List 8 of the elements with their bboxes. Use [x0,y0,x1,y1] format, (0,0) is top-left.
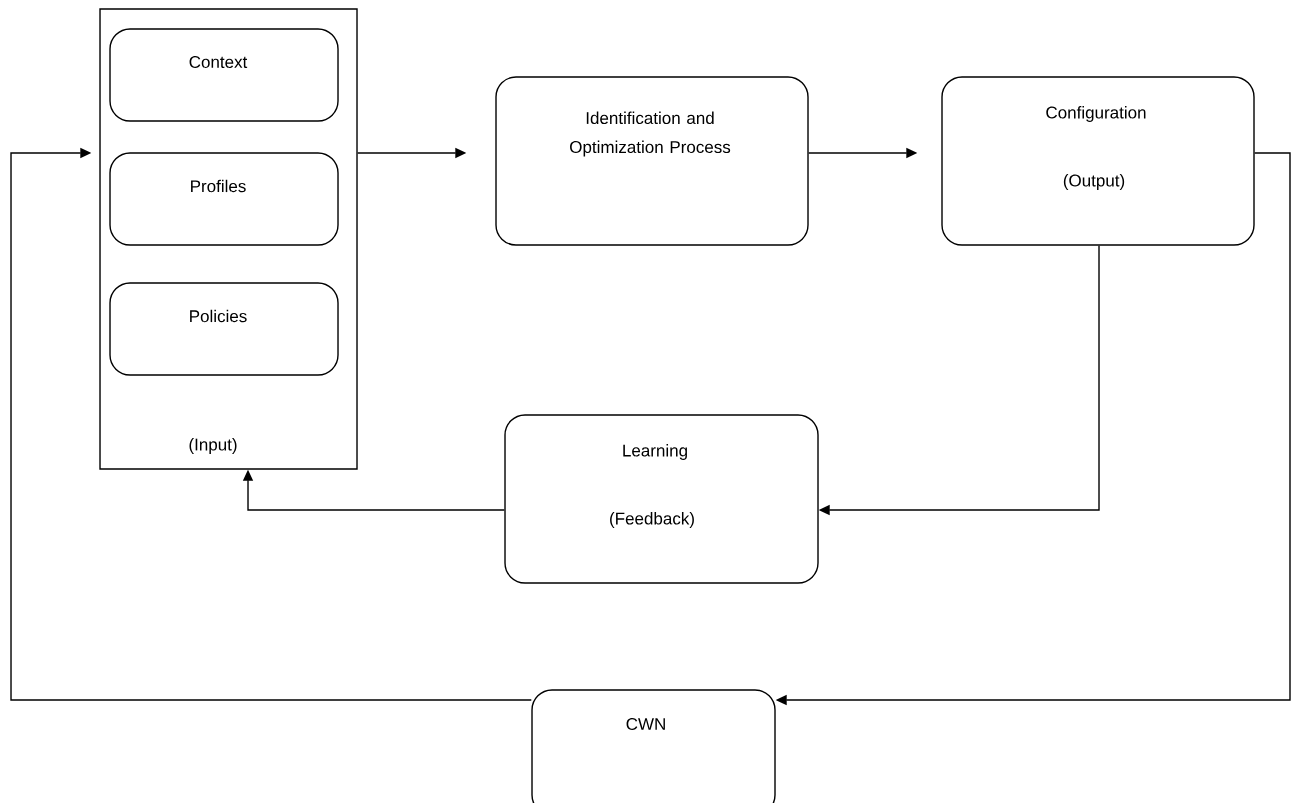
arrow [10,147,532,701]
process-box: Profiles [109,152,339,246]
process-box: Learning (Feedback) [504,414,819,584]
process-box: Context [109,28,339,122]
process-box: Identification and Optimization Process [495,76,809,246]
process-box: Configuration (Output) [941,76,1255,246]
process-box: CWN [531,689,776,803]
process-box: Policies [109,282,339,376]
